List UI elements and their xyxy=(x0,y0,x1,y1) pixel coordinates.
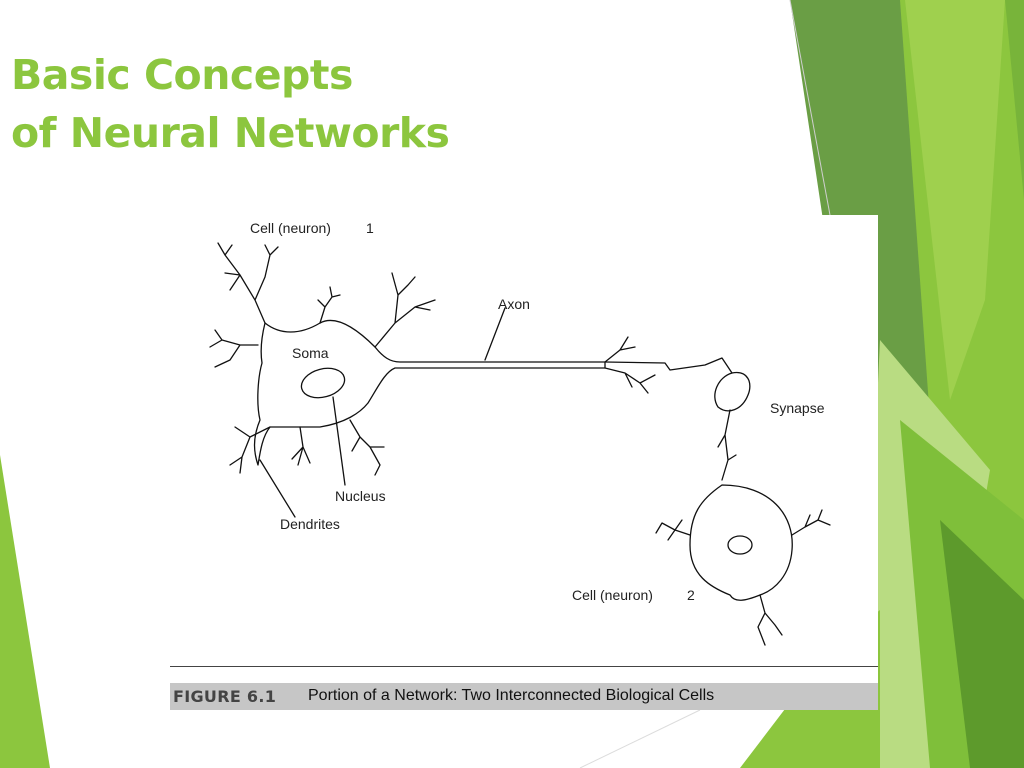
neuron-figure: Cell (neuron) 1 Axon Soma Synapse Nucleu… xyxy=(170,215,878,710)
label-dendrites: Dendrites xyxy=(280,516,340,532)
axon-leader xyxy=(484,307,506,361)
label-cell-1: Cell (neuron) xyxy=(250,220,331,236)
dendrites-leader xyxy=(259,459,296,518)
slide-title-line-2: of Neural Networks xyxy=(11,109,450,157)
neuron-diagram: Cell (neuron) 1 Axon Soma Synapse Nucleu… xyxy=(209,220,831,646)
label-cell-1-number: 1 xyxy=(366,220,374,236)
nucleus-2 xyxy=(727,535,753,555)
cell-2-soma xyxy=(689,484,793,601)
soma-outline xyxy=(253,319,606,466)
figure-number: FIGURE 6.1 xyxy=(173,687,277,706)
nucleus-leader xyxy=(332,396,346,486)
label-nucleus: Nucleus xyxy=(335,488,386,504)
figure-caption: FIGURE 6.1 Portion of a Network: Two Int… xyxy=(170,683,878,710)
label-soma: Soma xyxy=(292,345,329,361)
figure-caption-text: Portion of a Network: Two Interconnected… xyxy=(308,687,715,704)
label-synapse: Synapse xyxy=(770,400,825,416)
label-cell-2-number: 2 xyxy=(687,587,695,603)
synapse-knob xyxy=(714,371,751,412)
slide-title: Basic Concepts of Neural Networks xyxy=(11,46,450,162)
slide-title-line-1: Basic Concepts xyxy=(11,51,353,99)
nucleus-1 xyxy=(300,367,346,399)
label-axon: Axon xyxy=(498,296,530,312)
caption-rule xyxy=(170,666,878,667)
label-cell-2: Cell (neuron) xyxy=(572,587,653,603)
